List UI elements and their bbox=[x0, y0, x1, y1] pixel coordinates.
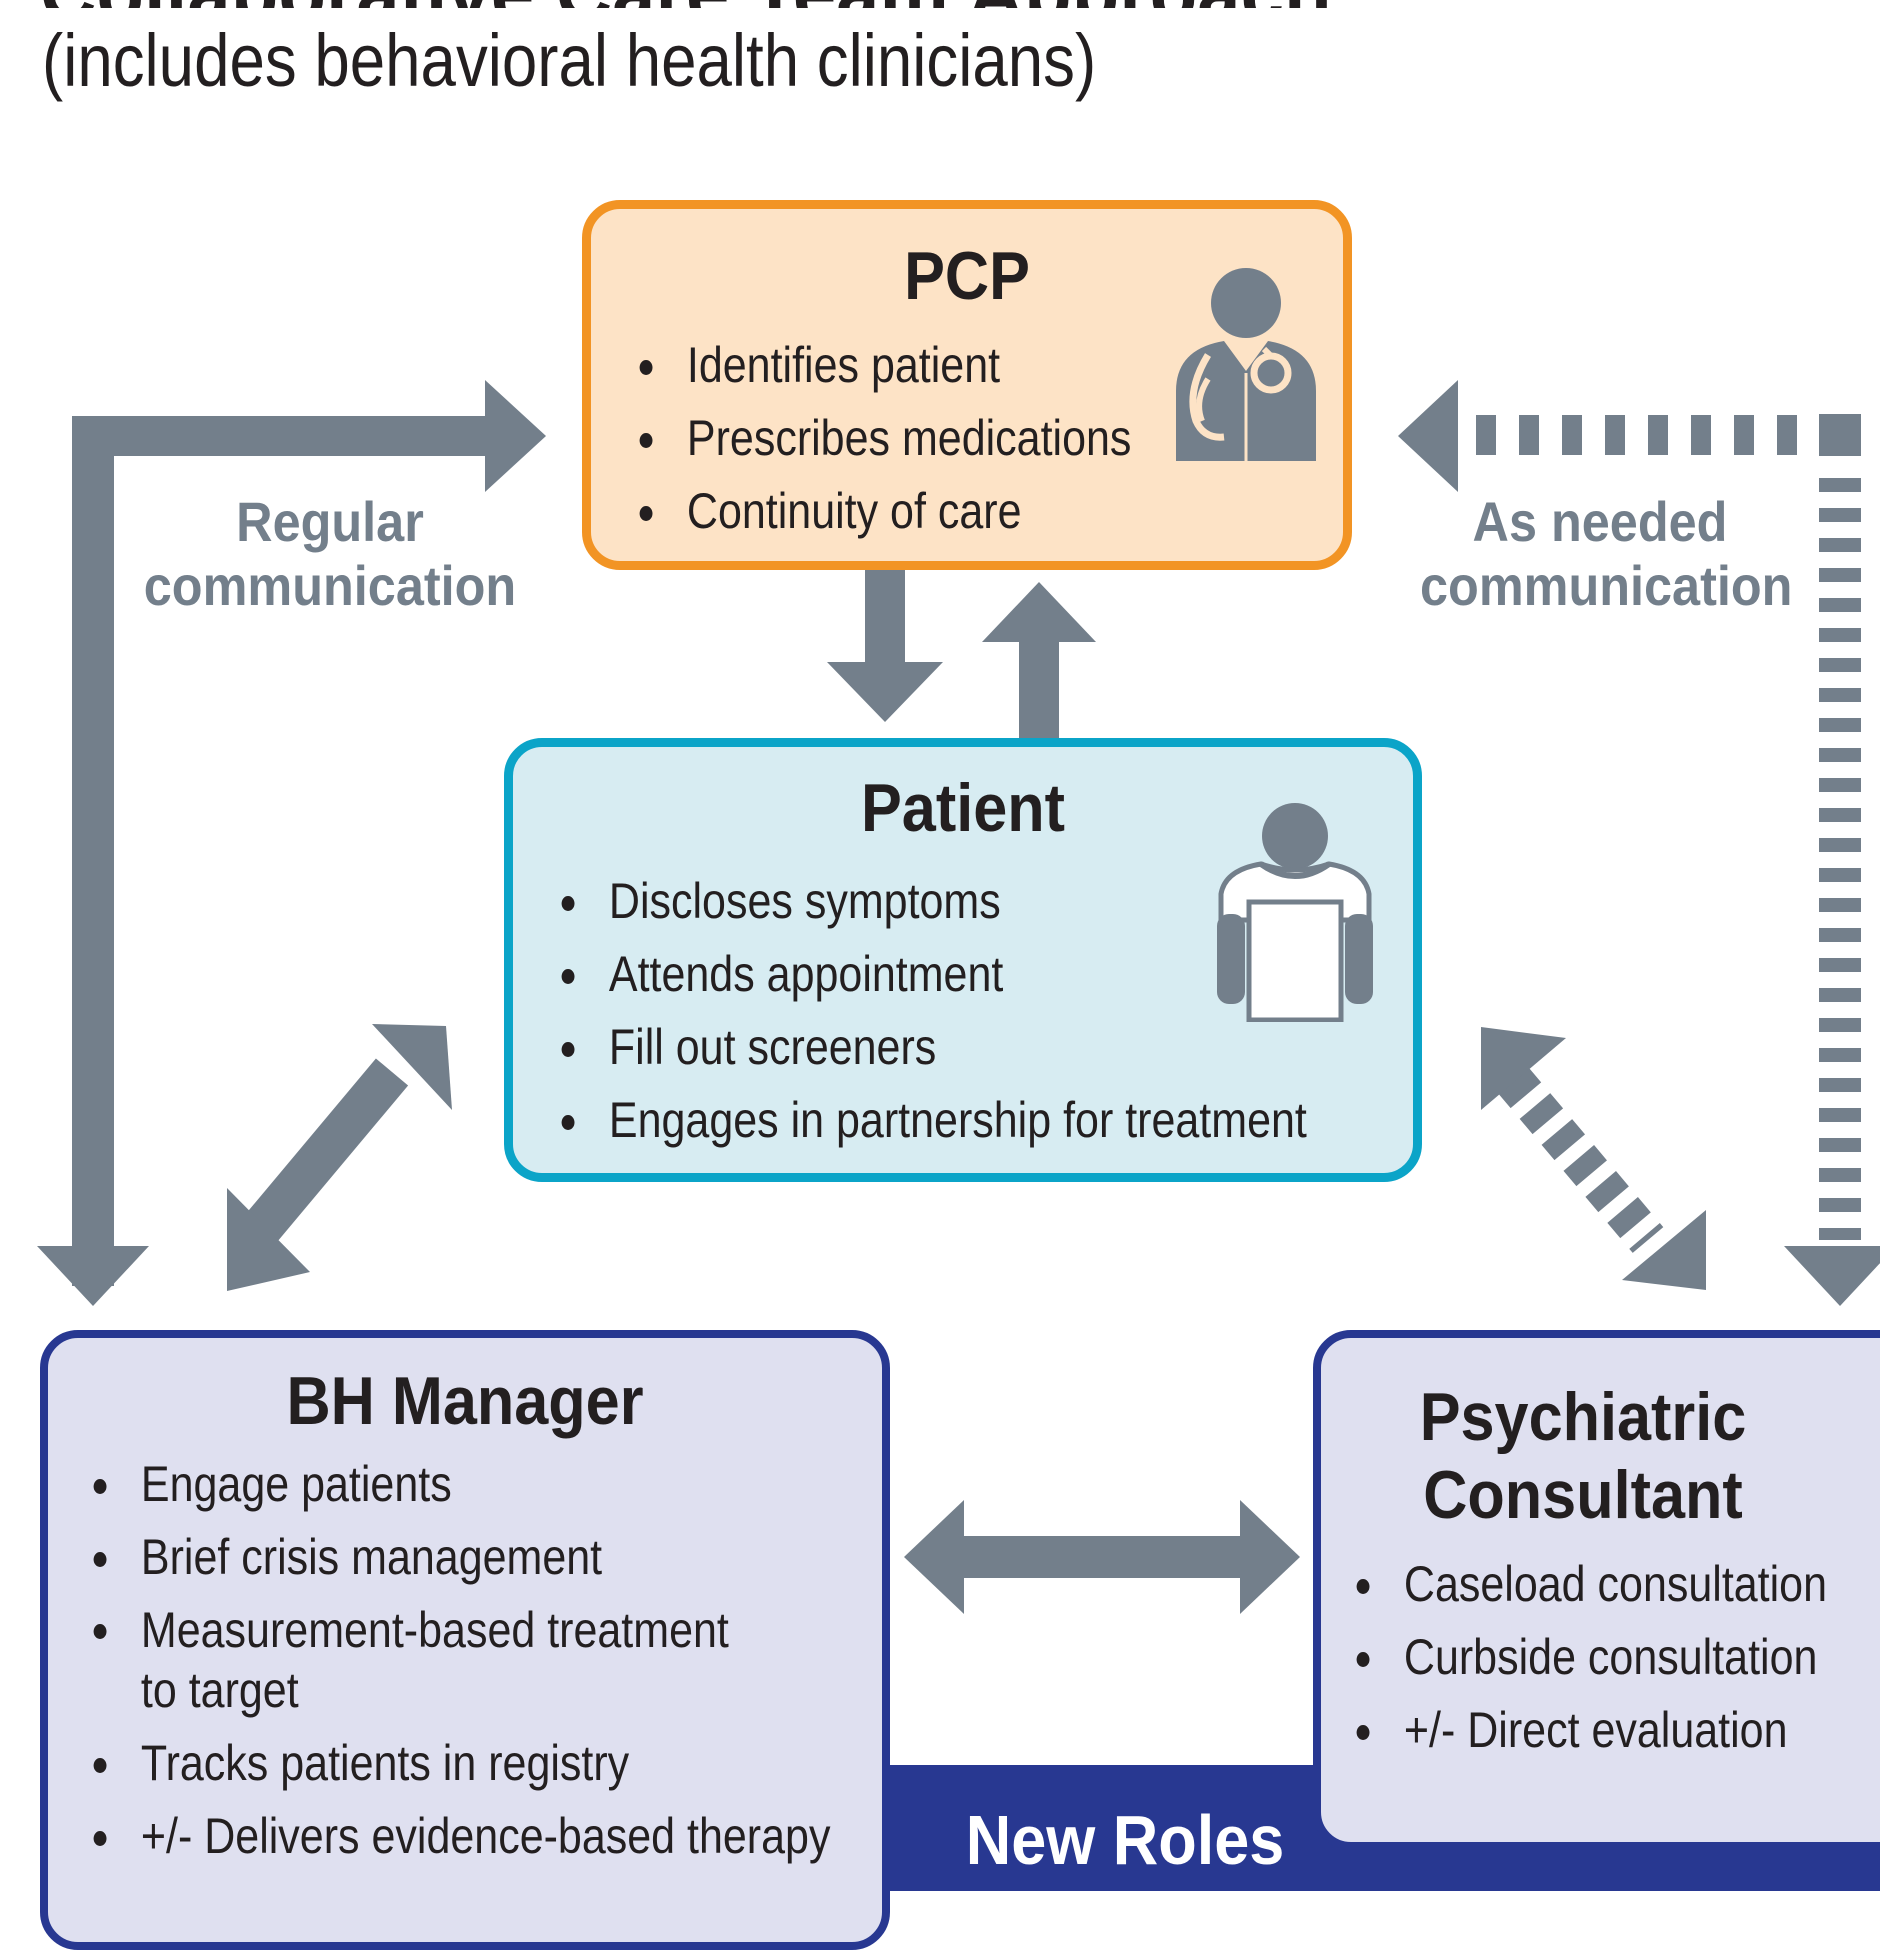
pcp-to-patient-arrow bbox=[827, 570, 943, 722]
patient-items: Discloses symptoms Attends appointment F… bbox=[553, 865, 1430, 1157]
diagram-subtitle: (includes behavioral health clinicians) bbox=[42, 19, 1097, 102]
pcp-items: Identifies patient Prescribes medication… bbox=[631, 329, 1213, 548]
list-item: Continuity of care bbox=[631, 475, 1131, 548]
list-item: +/- Delivers evidence-based therapy bbox=[85, 1800, 830, 1873]
list-item: Curbside consultation bbox=[1348, 1621, 1827, 1694]
diagram-title: Collaborative Care Team Approach bbox=[40, 0, 1540, 8]
as-needed-label-line2: communication bbox=[1420, 554, 1793, 617]
list-item: Attends appointment bbox=[553, 938, 1307, 1011]
list-item: Brief crisis management bbox=[85, 1521, 721, 1594]
list-item: Caseload consultation bbox=[1348, 1548, 1827, 1621]
list-item: Prescribes medications bbox=[631, 402, 1131, 475]
psychiatric-title-line2: Consultant bbox=[1423, 1457, 1743, 1533]
list-item: Fill out screeners bbox=[553, 1011, 1307, 1084]
doctor-icon bbox=[1176, 268, 1316, 461]
list-item: Identifies patient bbox=[631, 329, 1131, 402]
psychiatric-consultant-box: Psychiatric Consultant Caseload consulta… bbox=[1313, 1330, 1880, 1850]
pcp-box: PCP Identifies patient Prescribes medica… bbox=[582, 200, 1352, 570]
psychiatric-consultant-title: Psychiatric Consultant bbox=[1311, 1378, 1855, 1534]
patient-box: Patient Discloses symptoms Attends appoi… bbox=[504, 738, 1422, 1182]
patient-title: Patient bbox=[860, 770, 1066, 846]
psychiatric-title-line1: Psychiatric bbox=[1419, 1379, 1747, 1455]
bh-manager-box: BH Manager Engage patients Brief crisis … bbox=[40, 1330, 890, 1950]
new-roles-label: New Roles bbox=[965, 1801, 1285, 1879]
patient-to-pcp-arrow bbox=[982, 582, 1096, 738]
pcp-title: PCP bbox=[904, 238, 1030, 314]
as-needed-communication-label: As needed communication bbox=[1420, 490, 1793, 618]
bh-patient-diagonal-arrow bbox=[227, 1024, 452, 1291]
list-item: Tracks patients in registry bbox=[85, 1727, 721, 1800]
list-item: Discloses symptoms bbox=[553, 865, 1307, 938]
psychiatric-consultant-items: Caseload consultation Curbside consultat… bbox=[1348, 1548, 1880, 1767]
list-item: Engage patients bbox=[85, 1448, 721, 1521]
list-item: Measurement-based treatment to target bbox=[85, 1594, 743, 1727]
bh-manager-title: BH Manager bbox=[286, 1363, 644, 1439]
bh-psychiatric-arrow bbox=[904, 1500, 1300, 1614]
patient-psychiatric-dashed-arrow bbox=[1481, 1027, 1706, 1290]
regular-label-line1: Regular bbox=[236, 490, 424, 553]
list-item: +/- Direct evaluation bbox=[1348, 1694, 1827, 1767]
as-needed-label-line1: As needed bbox=[1472, 490, 1728, 553]
regular-communication-arrow bbox=[37, 380, 546, 1306]
regular-label-line2: communication bbox=[143, 554, 517, 617]
list-item: Engages in partnership for treatment bbox=[553, 1084, 1307, 1157]
as-needed-communication-arrow bbox=[1398, 380, 1880, 1306]
regular-communication-label: Regular communication bbox=[141, 490, 519, 618]
patient-icon bbox=[1217, 803, 1373, 1022]
bh-manager-items: Engage patients Brief crisis management … bbox=[85, 1448, 830, 1873]
